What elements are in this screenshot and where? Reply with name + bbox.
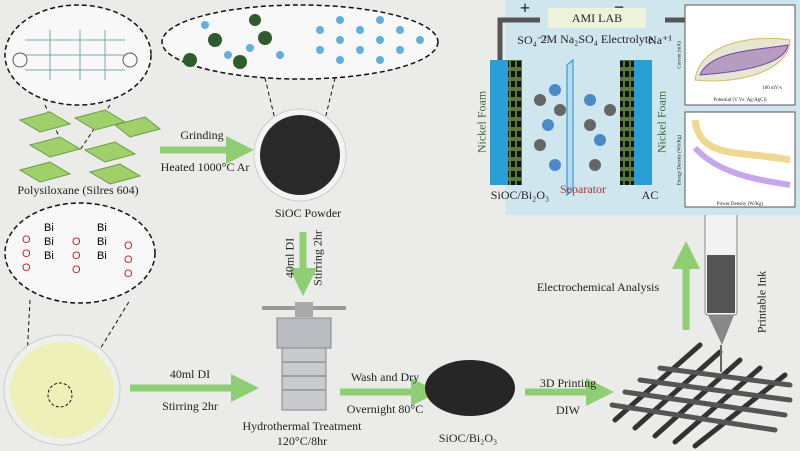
- atom-o: O: [22, 248, 31, 260]
- composite-label: SiOC/Bi₂O₃: [438, 431, 498, 445]
- bi2o3-structure-ellipse: [4, 202, 156, 396]
- atom-o: O: [72, 250, 81, 262]
- cv-x-label: Potential (V Vs. Ag/AgCl): [713, 98, 767, 103]
- hydrothermal-label: Hydrothermal Treatment: [242, 419, 362, 433]
- minus-terminal: −: [613, 0, 625, 17]
- bi2o3-dish: [3, 334, 121, 446]
- cation-label: Na⁺¹: [648, 33, 672, 47]
- stirring-vertical-label: Stirring 2hr: [310, 230, 325, 286]
- sioc-powder-label: SiOC Powder: [274, 206, 342, 220]
- atom-bi: Bi: [44, 236, 54, 248]
- grinding-label: Grinding: [180, 128, 224, 142]
- diw-label: DIW: [556, 403, 580, 417]
- di-vertical-label: 40ml DI: [282, 237, 297, 279]
- di-horizontal-label: 40ml DI: [169, 367, 211, 381]
- sioc-structure-ellipse: [161, 4, 439, 141]
- separator-label: Separator: [560, 182, 606, 196]
- atom-o: O: [124, 240, 133, 252]
- hydrothermal-conditions: 120°C/8hr: [276, 434, 328, 448]
- autoclave: [262, 302, 346, 411]
- polymer-structure-ellipse: [4, 4, 152, 151]
- electrochem-label: Electrochemical Analysis: [536, 280, 660, 294]
- atom-bi: Bi: [97, 222, 107, 234]
- atom-o: O: [72, 236, 81, 248]
- cv-scan-rate: 100 mV/s: [762, 86, 782, 91]
- printed-lattice: [609, 342, 793, 449]
- stirring-horizontal-label: Stirring 2hr: [162, 399, 218, 413]
- lab-label: AMI LAB: [571, 11, 623, 25]
- atom-bi: Bi: [97, 236, 107, 248]
- supercapacitor-panel: [490, 0, 800, 215]
- atom-bi: Bi: [44, 222, 54, 234]
- atom-bi: Bi: [44, 250, 54, 262]
- atom-o: O: [72, 264, 81, 276]
- polysiloxane-label: Polysiloxane (Silres 604): [17, 183, 139, 197]
- atom-o: O: [124, 254, 133, 266]
- atom-o: O: [22, 262, 31, 274]
- ragone-y-label: Energy Density (Wh/Kg): [677, 134, 683, 186]
- sioc-powder-dish: [253, 108, 347, 202]
- plus-terminal: +: [519, 0, 531, 18]
- heated-label: Heated 1000°C Ar: [160, 160, 250, 174]
- left-electrode-label: SiOC/Bi₂O₃: [490, 188, 550, 202]
- cv-y-label: Current (mA): [677, 41, 683, 69]
- electrolyte-label: 2M Na₂SO₄ Electrolyte: [540, 32, 654, 46]
- wash-label: Wash and Dry: [350, 370, 420, 384]
- ragone-x-label: Power Density (W/Kg): [716, 202, 764, 207]
- right-foam-label: Nickel Foam: [654, 90, 669, 154]
- anion-label: SO₄⁻²: [517, 33, 547, 47]
- syringe: [704, 204, 738, 372]
- left-foam-label: Nickel Foam: [474, 90, 489, 154]
- atom-o: O: [124, 268, 133, 280]
- printable-ink-label: Printable Ink: [754, 270, 769, 334]
- atom-bi: Bi: [97, 250, 107, 262]
- composite-powder: [425, 360, 515, 416]
- printing-label: 3D Printing: [539, 376, 597, 390]
- polysiloxane-sheets: [18, 109, 162, 185]
- right-electrode-label: AC: [641, 188, 659, 202]
- atom-o: O: [22, 234, 31, 246]
- overnight-label: Overnight 80°C: [346, 402, 424, 416]
